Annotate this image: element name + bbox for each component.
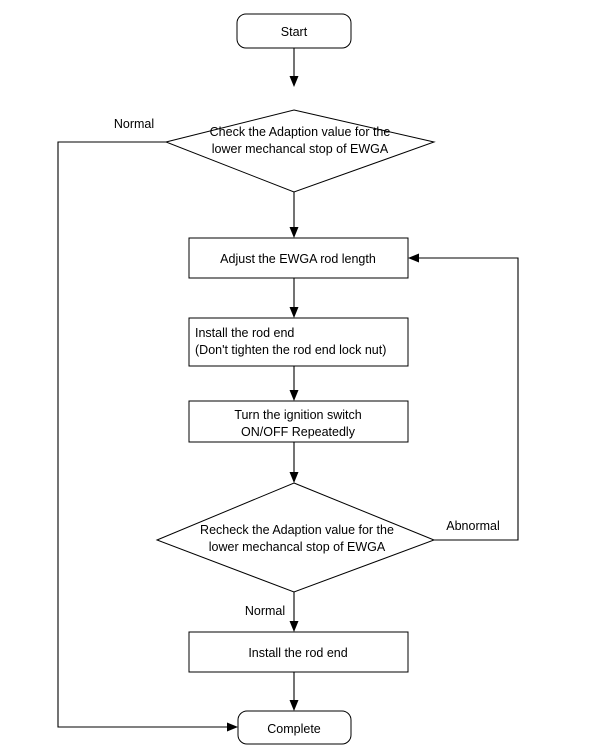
edge-adjust-to-install-loose: [289, 278, 299, 318]
edge-start-to-check: [289, 48, 299, 87]
node-complete[interactable]: Complete: [237, 710, 352, 745]
edge-install-to-complete: [289, 672, 299, 711]
check-adaption-label-line2: lower mechancal stop of EWGA: [212, 142, 389, 156]
node-recheck-adaption[interactable]: Recheck the Adaption value for the lower…: [155, 482, 436, 593]
install-rod-end-process-shape: [188, 631, 409, 673]
node-start[interactable]: Start: [236, 13, 352, 49]
recheck-adaption-label-line1: Recheck the Adaption value for the: [200, 523, 394, 537]
edge-install-loose-to-ignition: [289, 366, 299, 401]
install-rod-end-loose-label-line2: (Don't tighten the rod end lock nut): [195, 343, 386, 357]
install-rod-end-loose-label-line1: Install the rod end: [195, 326, 294, 340]
check-adaption-decision-shape: [164, 109, 436, 193]
ignition-cycle-label-line1: Turn the ignition switch: [234, 408, 361, 422]
complete-terminator-shape: [237, 710, 352, 745]
edge-label-check-normal: Normal: [114, 117, 154, 131]
edge-check-to-adjust: [289, 192, 299, 238]
arrow-head-icon: [289, 307, 299, 318]
check-adaption-label-line1: Check the Adaption value for the: [210, 125, 391, 139]
node-ignition-cycle[interactable]: Turn the ignition switch ON/OFF Repeated…: [188, 400, 409, 443]
node-install-rod-end[interactable]: Install the rod end: [188, 631, 409, 673]
arrow-head-icon: [289, 76, 299, 87]
node-adjust-rod[interactable]: Adjust the EWGA rod length: [188, 237, 409, 279]
ignition-cycle-process-shape: [188, 400, 409, 443]
arrow-head-icon: [227, 722, 238, 732]
arrow-head-icon: [289, 621, 299, 632]
install-rod-end-loose-process-shape: [188, 317, 409, 367]
arrow-head-icon: [289, 390, 299, 401]
ignition-cycle-label-line2: ON/OFF Repeatedly: [241, 425, 356, 439]
recheck-adaption-label-line2: lower mechancal stop of EWGA: [209, 540, 386, 554]
start-terminator-shape: [236, 13, 352, 49]
edge-ignition-to-recheck: [289, 442, 299, 483]
edge-label-recheck-normal: Normal: [245, 604, 285, 618]
install-rod-end-label: Install the rod end: [248, 646, 347, 660]
node-install-rod-end-loose[interactable]: Install the rod end (Don't tighten the r…: [188, 317, 409, 367]
recheck-adaption-decision-shape: [155, 482, 436, 593]
arrow-head-icon: [408, 253, 419, 263]
node-check-adaption[interactable]: Check the Adaption value for the lower m…: [164, 109, 436, 193]
edge-check-normal-to-complete: [57, 141, 238, 732]
edge-label-recheck-abnormal: Abnormal: [446, 519, 500, 533]
start-label: Start: [281, 25, 308, 39]
edge-recheck-normal-to-install: [289, 592, 299, 632]
complete-label: Complete: [267, 722, 321, 736]
adjust-rod-label: Adjust the EWGA rod length: [220, 252, 376, 266]
edge-recheck-abnormal-to-adjust: [408, 253, 519, 541]
arrow-head-icon: [289, 700, 299, 711]
adjust-rod-process-shape: [188, 237, 409, 279]
arrow-head-icon: [289, 227, 299, 238]
arrow-head-icon: [289, 472, 299, 483]
